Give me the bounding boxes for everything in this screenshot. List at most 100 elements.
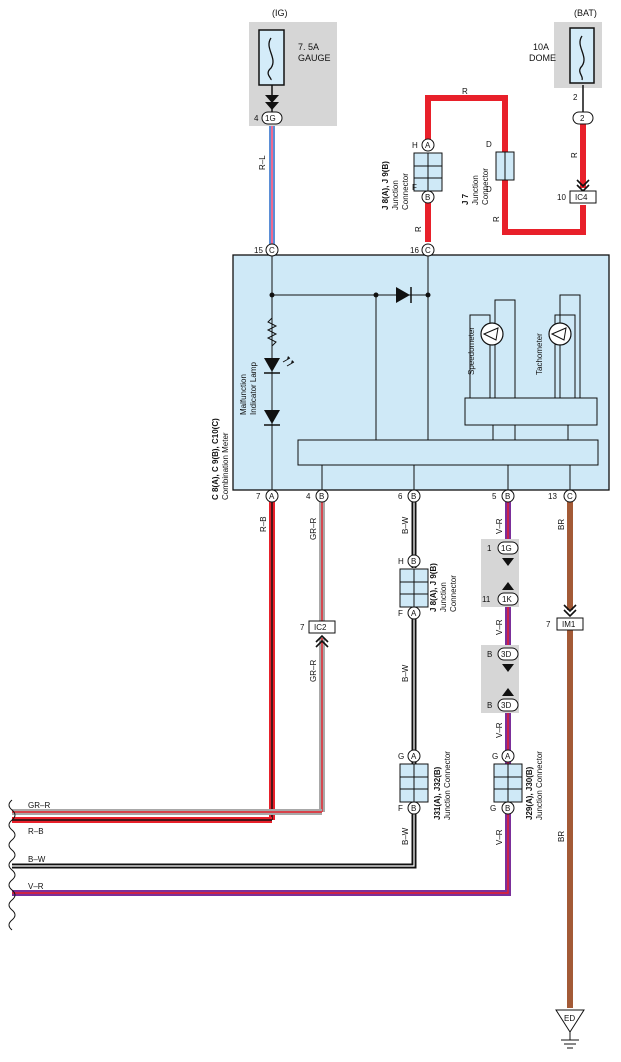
svg-text:V–R: V–R: [495, 619, 504, 635]
svg-text:C: C: [567, 492, 573, 501]
speedometer-label: Speedometer: [467, 327, 476, 375]
svg-text:B: B: [487, 650, 492, 659]
svg-text:F: F: [398, 609, 403, 618]
pin-6: B 6: [398, 489, 421, 503]
svg-text:1G: 1G: [501, 544, 512, 553]
fuse-ig-symbol: [267, 37, 274, 81]
svg-text:Connector: Connector: [401, 173, 410, 210]
ground-ed-icon: ED: [555, 1009, 585, 1049]
pin-7: A 7: [256, 489, 279, 503]
svg-text:2: 2: [580, 114, 585, 123]
meter-codes: C 8(A), C 9(B), C10(C): [211, 418, 220, 500]
svg-text:R–L: R–L: [258, 155, 267, 170]
svg-text:B: B: [487, 701, 492, 710]
svg-text:J31(A), J32(B): J31(A), J32(B): [433, 766, 442, 820]
svg-text:A: A: [425, 141, 431, 150]
svg-text:3D: 3D: [501, 650, 511, 659]
fuse-ig-body: [258, 29, 285, 86]
svg-text:GR–R: GR–R: [28, 801, 50, 810]
svg-text:R: R: [462, 87, 468, 96]
svg-text:3D: 3D: [501, 701, 511, 710]
connector-im1: IM1 7: [546, 604, 584, 631]
fuse-bat-name: DOME: [529, 53, 556, 63]
svg-text:B–W: B–W: [28, 855, 46, 864]
junction-dot: [425, 292, 431, 298]
pin-15: C 15: [254, 243, 279, 257]
junction-dot: [269, 292, 275, 298]
svg-text:Junction Connector: Junction Connector: [535, 751, 544, 820]
connector-bat-2: 2 2: [572, 93, 594, 125]
svg-text:Junction: Junction: [471, 175, 480, 205]
svg-text:B: B: [319, 492, 324, 501]
svg-text:IC4: IC4: [575, 193, 588, 202]
svg-text:B–W: B–W: [401, 827, 410, 845]
svg-text:B–W: B–W: [401, 516, 410, 534]
svg-text:Junction: Junction: [391, 180, 400, 210]
led-icon: [264, 356, 295, 374]
diode-icon: [396, 287, 412, 303]
svg-text:7: 7: [546, 620, 551, 629]
gauge-driver-block: [464, 397, 598, 426]
svg-text:Junction: Junction: [439, 582, 448, 612]
svg-text:16: 16: [410, 246, 419, 255]
junction-j31-j32: A G B F J31(A), J32(B) Junction Connecto…: [398, 749, 452, 820]
svg-text:4: 4: [254, 114, 259, 123]
tachometer-gauge-icon: [548, 322, 572, 346]
svg-text:7: 7: [256, 492, 261, 501]
svg-text:V–R: V–R: [495, 722, 504, 738]
svg-text:IM1: IM1: [562, 620, 576, 629]
fuse-ig-amp: 7. 5A: [298, 42, 319, 52]
svg-text:J 7: J 7: [461, 193, 470, 205]
fuse-ig-header: (IG): [272, 8, 288, 18]
svg-text:R: R: [570, 152, 579, 158]
tachometer-label: Tachometer: [535, 333, 544, 375]
svg-text:Connector: Connector: [449, 575, 458, 612]
svg-text:B: B: [411, 492, 416, 501]
svg-text:A: A: [411, 609, 417, 618]
junction-j29-j30: A G B G J29(A), J30(B) Junction Connecto…: [490, 749, 544, 820]
speedometer-gauge-icon: [480, 322, 504, 346]
junction-j8-j9-bottom: B H A F J 8(A), J 9(B) Junction Connecto…: [398, 554, 458, 620]
svg-text:V–R: V–R: [495, 829, 504, 845]
svg-text:4: 4: [306, 492, 311, 501]
svg-text:G: G: [492, 752, 498, 761]
svg-text:ED: ED: [564, 1014, 575, 1023]
svg-text:A: A: [505, 752, 511, 761]
svg-text:G: G: [398, 752, 404, 761]
svg-text:1: 1: [487, 544, 492, 553]
wires: [12, 85, 586, 1008]
meter-name: Combination Meter: [221, 432, 230, 500]
fuse-bat-amp: 10A: [533, 42, 549, 52]
svg-text:6: 6: [398, 492, 403, 501]
pin-13: C 13: [548, 489, 577, 503]
svg-text:Junction Connector: Junction Connector: [443, 751, 452, 820]
svg-text:10: 10: [557, 193, 566, 202]
svg-text:B: B: [411, 557, 416, 566]
svg-text:R: R: [492, 216, 501, 222]
svg-text:13: 13: [548, 492, 557, 501]
svg-text:J 8(A), J 9(B): J 8(A), J 9(B): [429, 563, 438, 612]
svg-text:11: 11: [482, 595, 491, 604]
connector-1g-1k: 1G 1 1K 11: [481, 539, 519, 607]
mil-label-2: Indicator Lamp: [249, 362, 258, 415]
svg-text:D: D: [486, 185, 492, 194]
svg-text:1K: 1K: [502, 595, 512, 604]
svg-text:B: B: [505, 804, 510, 813]
svg-text:F: F: [398, 804, 403, 813]
fuse-ig-name: GAUGE: [298, 53, 331, 63]
svg-text:D: D: [486, 140, 492, 149]
svg-text:C: C: [425, 246, 431, 255]
wire-labels: R–L R R R R R–B GR–R GR–R B–W B–W B–W V–…: [258, 87, 579, 845]
meter-ic-block: [297, 439, 599, 466]
connector-3d: 3D B 3D B: [481, 645, 519, 713]
svg-text:R–B: R–B: [28, 827, 44, 836]
fuse-bat-symbol: [579, 35, 585, 81]
mil-label-1: Malfunction: [239, 374, 248, 415]
svg-text:G: G: [490, 804, 496, 813]
svg-text:A: A: [269, 492, 275, 501]
svg-text:A: A: [411, 752, 417, 761]
svg-text:J29(A), J30(B): J29(A), J30(B): [525, 766, 534, 820]
junction-j8-j9-top: A H B F J 8(A), J 9(B) Junction Connecto…: [381, 138, 443, 210]
svg-text:J 8(A), J 9(B): J 8(A), J 9(B): [381, 161, 390, 210]
